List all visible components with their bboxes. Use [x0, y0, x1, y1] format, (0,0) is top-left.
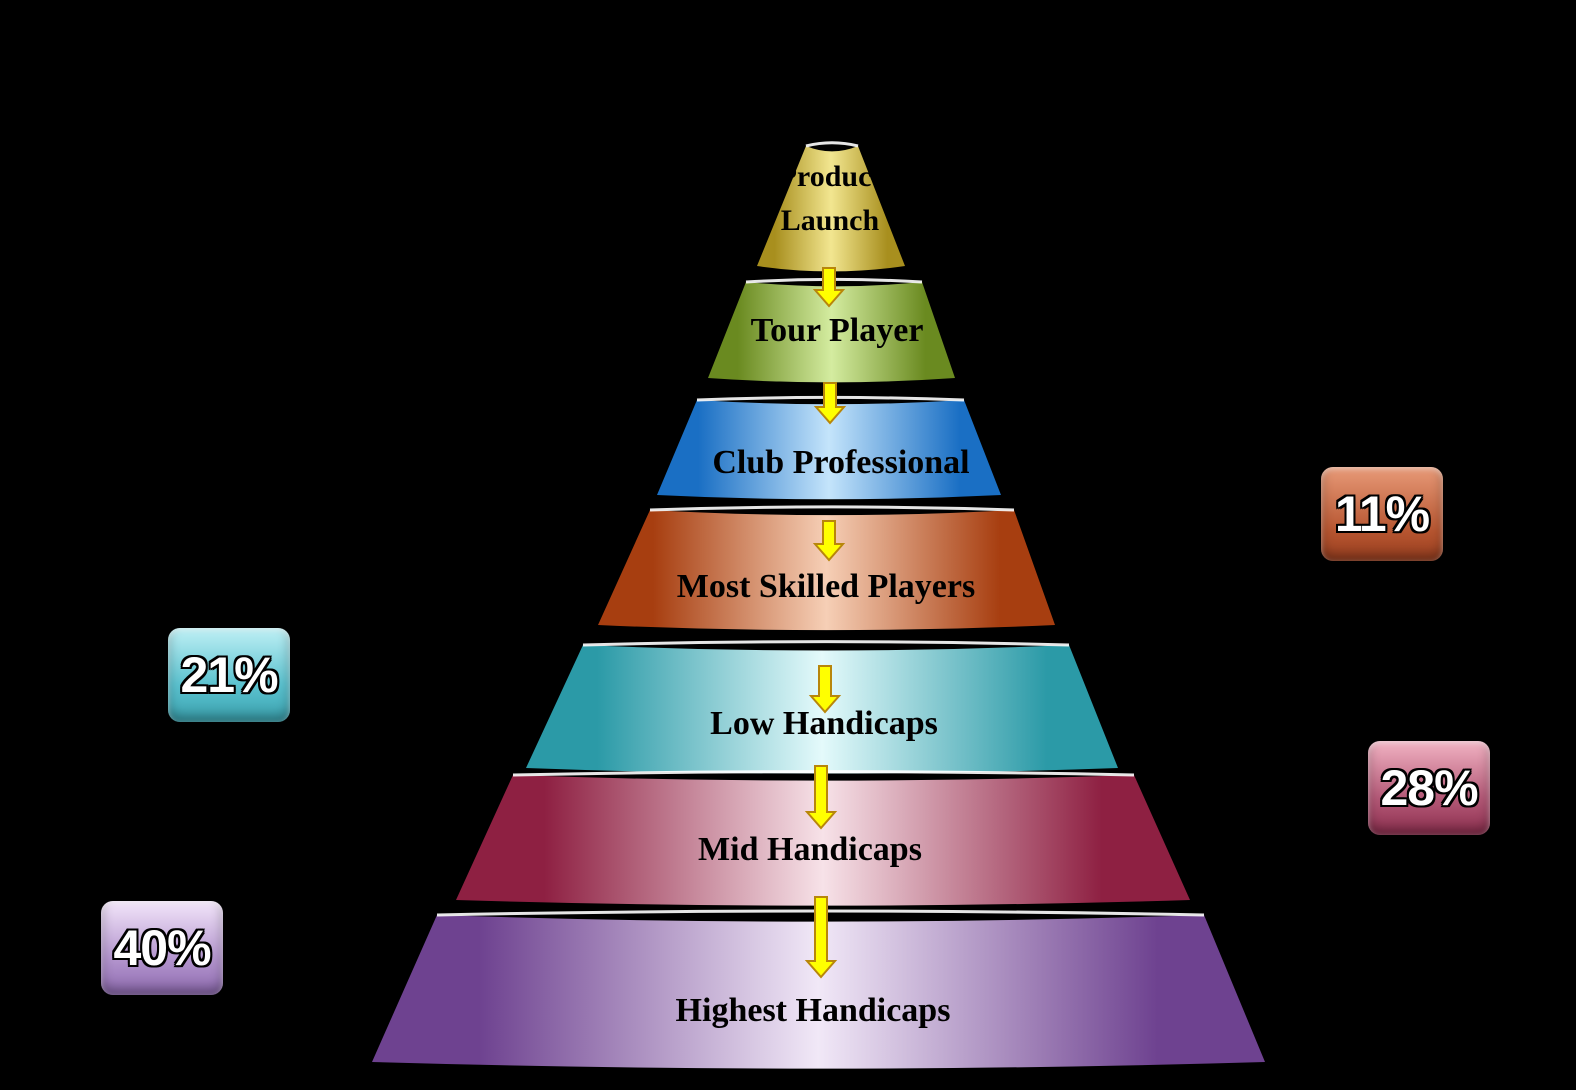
down-arrow-icon: [808, 665, 842, 714]
pyramid-tier-2: [708, 282, 955, 383]
down-arrow-icon: [813, 382, 847, 425]
pyramid-tier-1: [757, 146, 905, 272]
tier-label-1: Launch: [781, 204, 880, 237]
tier-label-4: Most Skilled Players: [677, 568, 975, 605]
tier-label-7: Highest Handicaps: [676, 992, 951, 1029]
down-arrow-icon: [812, 520, 846, 562]
percent-badge-28: 28%: [1368, 741, 1490, 835]
percent-badge-40: 40%: [101, 901, 223, 995]
pyramid-tier-4: [598, 510, 1055, 631]
tier-label-1: Product: [779, 160, 882, 193]
percent-badge-11: 11%: [1321, 467, 1443, 561]
pyramid-tier-6: [456, 775, 1190, 906]
tier-rim-highlight: [582, 640, 1070, 647]
tier-rim-highlight: [805, 141, 859, 148]
tier-label-2: Tour Player: [751, 312, 924, 349]
pyramid-tier-3: [657, 400, 1001, 500]
percent-badge-21: 21%: [168, 628, 290, 722]
pyramid-tier-7: [372, 915, 1265, 1069]
down-arrow-icon: [804, 896, 838, 979]
down-arrow-icon: [812, 267, 846, 308]
tier-label-5: Low Handicaps: [710, 705, 938, 742]
tier-label-6: Mid Handicaps: [698, 831, 922, 868]
down-arrow-icon: [804, 765, 838, 830]
tier-label-3: Club Professional: [712, 444, 969, 481]
tier-rim-highlight: [649, 505, 1015, 512]
